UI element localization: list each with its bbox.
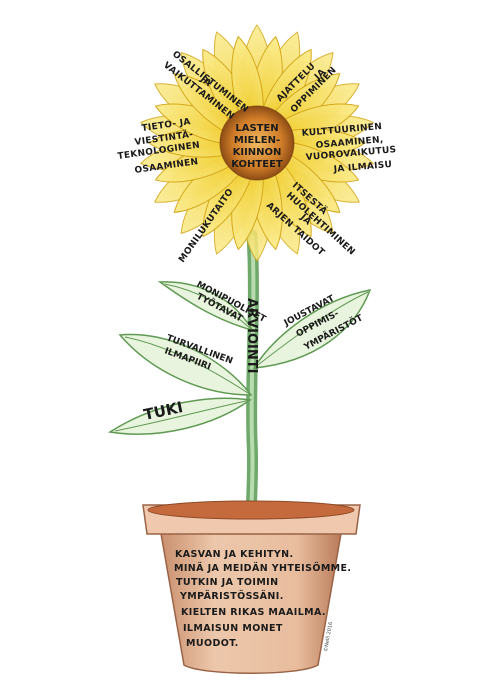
svg-text:TUTKIN JA TOIMIN: TUTKIN JA TOIMIN <box>176 577 278 588</box>
svg-text:MINÄ JA MEIDÄN YHTEISÖMME.: MINÄ JA MEIDÄN YHTEISÖMME. <box>174 563 351 574</box>
leaf-joustavat <box>252 288 372 369</box>
svg-text:ILMAISUN MONET: ILMAISUN MONET <box>183 623 283 634</box>
svg-text:KIELTEN RIKAS MAAILMA.: KIELTEN RIKAS MAAILMA. <box>181 607 326 618</box>
center-label: LASTEN MIELEN- KIINNON KOHTEET <box>231 123 283 170</box>
pot-soil <box>147 500 355 520</box>
petal-label-tieto: TIETO- JA VIESTINTÄ- TEKNOLOGINEN OSAAMI… <box>117 117 201 176</box>
leaf-turvallinen <box>118 333 253 396</box>
leaf-tuki <box>107 397 252 435</box>
leaf-monipuoliset <box>157 281 254 332</box>
svg-text:LASTEN: LASTEN <box>235 123 278 134</box>
svg-text:YMPÄRISTÖSSÄNI.: YMPÄRISTÖSSÄNI. <box>179 591 284 602</box>
flower-center <box>220 106 294 180</box>
svg-text:KASVAN JA KEHITYN.: KASVAN JA KEHITYN. <box>175 549 294 560</box>
flower-pot <box>142 500 361 674</box>
pot-text: KASVAN JA KEHITYN. MINÄ JA MEIDÄN YHTEIS… <box>174 549 351 649</box>
stem-label: ARVIOINTI <box>244 298 259 373</box>
svg-text:MIELEN-: MIELEN- <box>234 135 280 146</box>
svg-text:KIINNON: KIINNON <box>233 147 282 158</box>
svg-text:KOHTEET: KOHTEET <box>231 159 283 170</box>
svg-text:MUODOT.: MUODOT. <box>186 638 239 649</box>
